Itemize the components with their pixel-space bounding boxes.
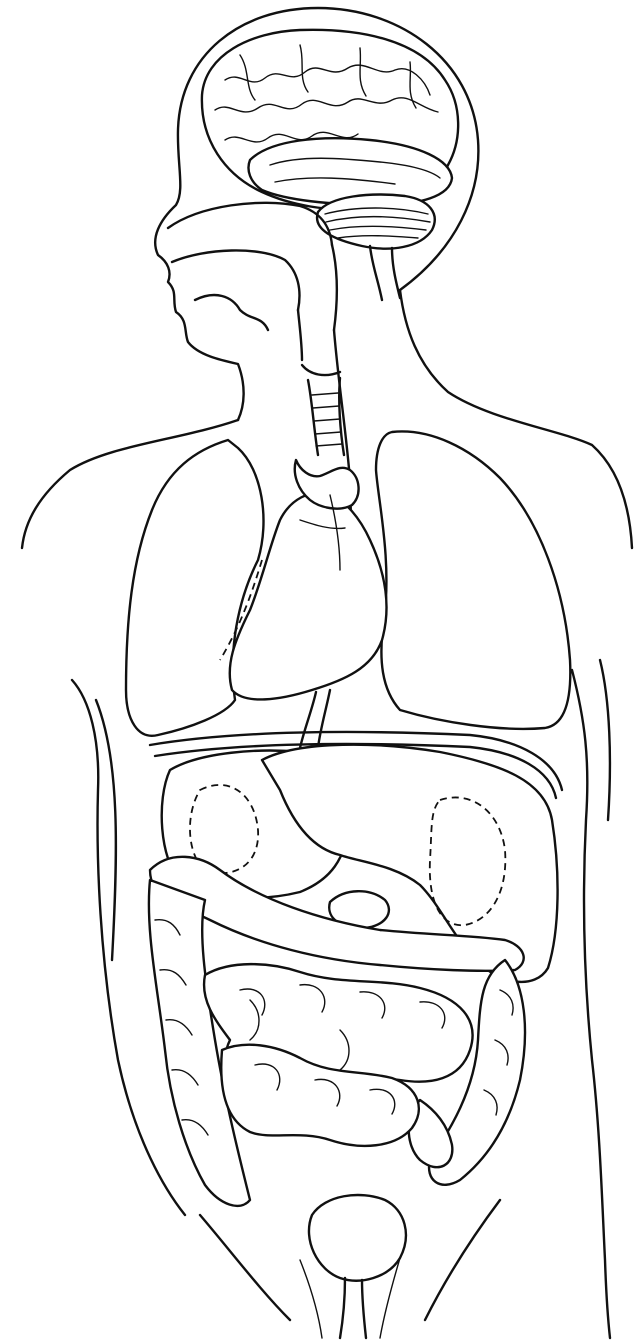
bladder [300,1195,406,1338]
right-lung [376,431,570,728]
brain [202,30,458,300]
